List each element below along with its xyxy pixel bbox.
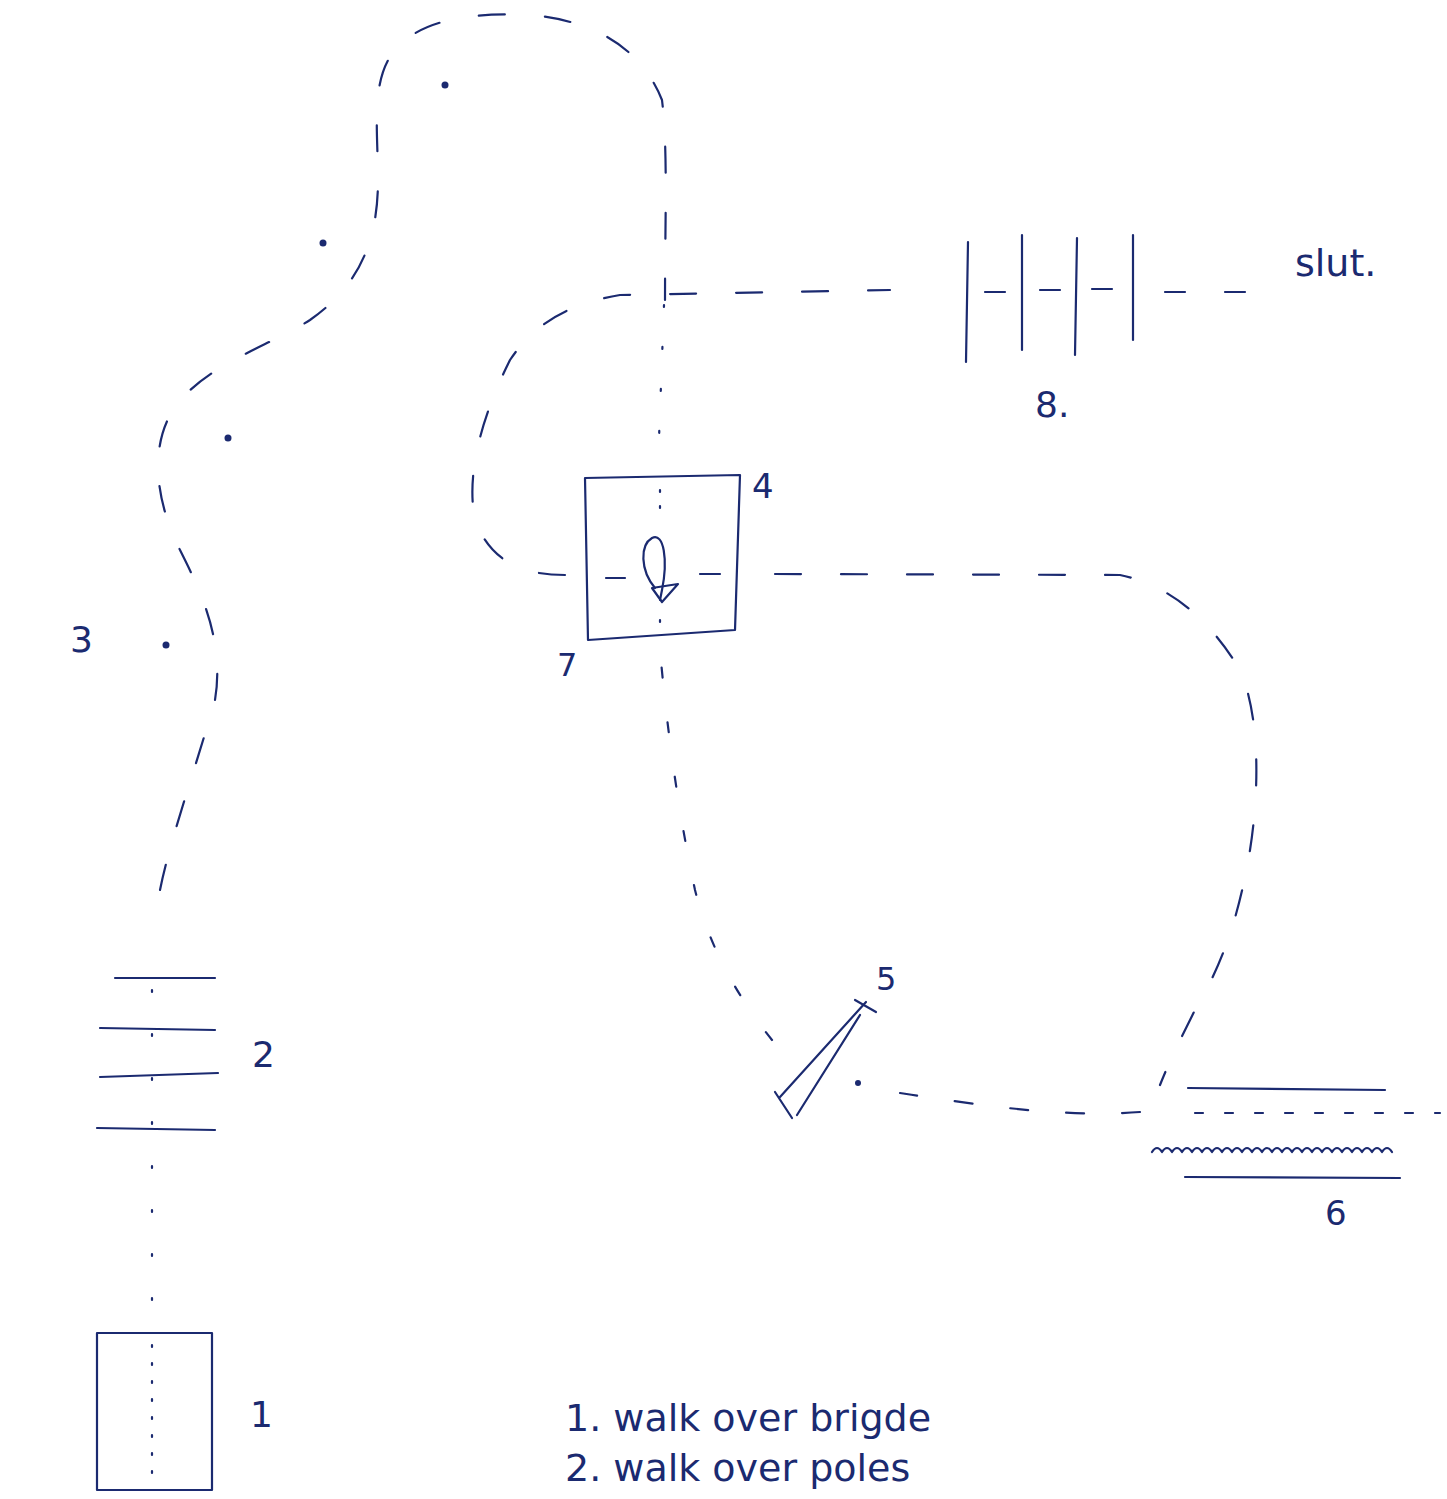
callout-number: 4	[752, 468, 774, 505]
bridge-obstacle	[97, 1333, 212, 1490]
path-dot	[855, 1080, 861, 1086]
path-dashes	[606, 574, 720, 578]
callout-number: 1	[250, 1395, 273, 1435]
callout-number: 7	[557, 648, 577, 683]
path-dots	[658, 305, 664, 465]
turn-box	[585, 475, 740, 640]
tunnel-obstacle	[1152, 1088, 1400, 1178]
callout-number: 6	[1325, 1195, 1347, 1232]
path-dashes	[900, 1093, 1140, 1114]
callout-number: 3	[70, 620, 93, 660]
note-text: 1. walk over brigde	[565, 1398, 931, 1440]
slalom-cones	[163, 82, 449, 649]
path-dots	[660, 650, 772, 1040]
path-dots	[151, 1345, 153, 1482]
path-dots	[151, 950, 153, 1300]
poles-obstacle	[97, 978, 218, 1130]
note-text: 2. walk over poles	[565, 1448, 910, 1490]
path-dashes	[985, 289, 1245, 292]
callout-number: 2	[252, 1035, 275, 1075]
jump-obstacle	[775, 1000, 876, 1118]
path-dashes	[1195, 1112, 1440, 1114]
path-dashes	[158, 14, 666, 890]
path-dashes	[775, 574, 1256, 1085]
end-label: slut.	[1295, 243, 1376, 285]
turn-arrow	[652, 584, 678, 602]
callout-number: 8.	[1035, 385, 1069, 425]
path-dots	[659, 490, 661, 630]
callout-number: 5	[876, 962, 896, 997]
weave-obstacle	[966, 235, 1133, 362]
path-dashes	[472, 290, 890, 575]
